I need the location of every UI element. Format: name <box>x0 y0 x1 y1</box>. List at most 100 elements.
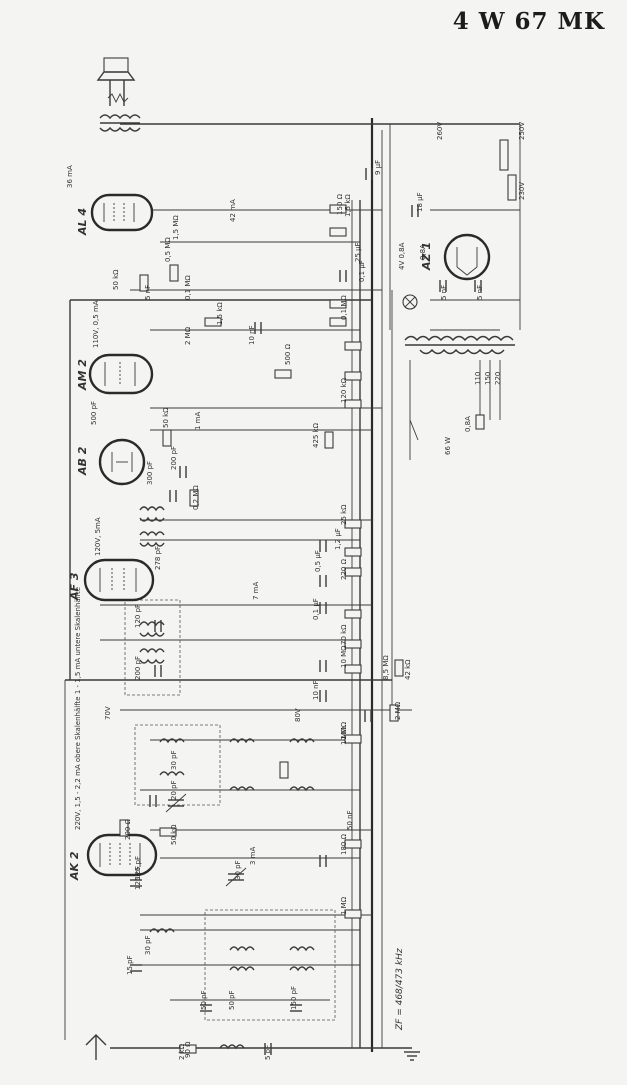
component-value-label: 2 MΩ <box>394 701 402 720</box>
component-value-label: 500 pF <box>90 401 98 425</box>
tube-label-az1: AZ 1 <box>420 242 433 271</box>
component-value-label: 5 pF <box>264 1045 272 1060</box>
component-value-label: 425 kΩ <box>312 422 320 448</box>
component-value-label: 20 pF <box>170 780 178 800</box>
rf-coil-2-icon <box>289 738 315 744</box>
variable-capacitor-1-icon <box>225 867 247 887</box>
ant-coil-2-icon <box>229 946 255 952</box>
pilot-lamp-icon <box>402 294 418 310</box>
if-coil-1-icon <box>139 506 165 522</box>
ant-coil-1-icon <box>149 928 175 934</box>
tube-label-ab2: AB 2 <box>76 446 89 476</box>
output-transformer-icon <box>99 114 141 132</box>
component-value-label: 10 MΩ <box>340 645 348 668</box>
tube-note-ak2: 220V, 1,5 - 2,2 mA obere Skalenhälfte 1 … <box>74 587 82 830</box>
component-value-label: 30 pF <box>170 750 178 770</box>
fuse-icon <box>475 414 485 430</box>
component-value-label: 2 MΩ <box>184 326 192 345</box>
mains-switch-line <box>409 419 419 441</box>
component-value-label: 10 nF <box>312 680 320 700</box>
component-value-label: 1 MΩ <box>340 726 348 745</box>
osc-coil-3-icon <box>229 786 255 792</box>
component-value-label: 10 nF <box>248 325 256 345</box>
component-value-label: 0,5 MΩ <box>164 237 172 262</box>
osc-coil-2-icon <box>159 771 185 777</box>
component-value-label: 5 nF <box>440 285 448 300</box>
component-value-label: 15 pF <box>126 955 134 975</box>
hum-resistor-icon <box>499 139 509 171</box>
variable-capacitor-2-icon <box>165 793 187 813</box>
component-value-label: 0,5 µF <box>314 550 322 572</box>
component-value-label: 90 Ω <box>184 1041 192 1058</box>
tube-ak2-icon <box>86 833 158 877</box>
component-value-label: 1,2 µF <box>334 528 342 550</box>
component-value-label: 30 pF <box>144 935 152 955</box>
rf-coil-1-icon <box>229 738 255 744</box>
label-230v: 230V <box>518 182 526 200</box>
label-3ma: 3 mA <box>249 847 257 865</box>
component-value-label: 500 Ω <box>284 343 292 365</box>
resistor-group <box>119 204 404 1054</box>
component-value-label: 0,1 µF <box>358 260 366 282</box>
capacitor-group <box>130 168 482 1055</box>
label-66w: 66 W <box>444 437 452 455</box>
component-value-label: 25 kΩ <box>340 504 348 525</box>
if-filter-box <box>124 599 181 696</box>
tube-label-al4: AL 4 <box>76 208 89 236</box>
component-value-label: 9 µF <box>374 160 382 175</box>
label-42ma: 42 mA <box>229 199 237 222</box>
component-value-label: 150 Ω <box>336 193 344 215</box>
speaker-icon <box>96 57 136 106</box>
tube-label-am2: AM 2 <box>76 359 89 391</box>
label-150: 150 <box>484 372 492 385</box>
label-110: 110 <box>474 372 482 385</box>
component-value-label: 125 pF <box>134 866 142 890</box>
component-value-label: 200 pF <box>134 656 142 680</box>
component-value-label: 50 pF <box>200 990 208 1010</box>
component-value-label: 50 nF <box>346 810 354 830</box>
if-frequency-label: ZF = 468/473 kHz <box>395 948 405 1031</box>
component-value-label: 5 nF <box>144 285 152 300</box>
component-value-label: 8,5 MΩ <box>382 655 390 680</box>
component-value-label: 200 Ω <box>124 818 132 840</box>
component-value-label: 180 Ω <box>340 833 348 855</box>
label-220: 220 <box>494 372 502 385</box>
if-coil-4-icon <box>139 648 165 664</box>
if-coil-2-icon <box>139 531 165 547</box>
ground-icon <box>404 1051 420 1061</box>
component-value-label: 0,2 MΩ <box>192 485 200 510</box>
component-value-label: 2 kΩ <box>178 1043 186 1060</box>
component-value-label: 0,1 MΩ <box>184 275 192 300</box>
component-value-label: 70 kΩ <box>340 624 348 645</box>
component-value-label: 300 pF <box>146 461 154 485</box>
ant-coil-3-icon <box>289 946 315 952</box>
component-value-label: 30 pF <box>234 860 242 880</box>
osc-coil-4-icon <box>289 786 315 792</box>
osc-box <box>204 909 336 1021</box>
rf-box <box>134 724 221 806</box>
component-value-label: 42 kΩ <box>404 659 412 680</box>
component-value-label: 150 pF <box>290 986 298 1010</box>
antenna-icon <box>85 1034 107 1060</box>
label-80v: 80V <box>294 708 302 722</box>
component-value-label: 1,5 kΩ <box>344 194 352 217</box>
field-coil-icon <box>507 174 517 201</box>
ant-coil-5-icon <box>229 966 255 972</box>
component-value-label: 120 pF <box>134 604 142 628</box>
component-value-label: 1,5 kΩ <box>216 302 224 325</box>
component-value-label: 1 MΩ <box>340 896 348 915</box>
component-value-label: 50 kΩ <box>162 407 170 428</box>
ant-coil-6-icon <box>289 966 315 972</box>
tube-ab2-icon <box>98 438 146 486</box>
tube-note-am2: 110V, 0,5 mA <box>92 300 100 348</box>
component-value-label: 50 kΩ <box>170 824 178 845</box>
tube-al4-icon <box>90 193 154 232</box>
osc-coil-1-icon <box>159 738 185 744</box>
component-value-label: 50 pF <box>228 990 236 1010</box>
component-value-label: 1,5 MΩ <box>172 215 180 240</box>
component-value-label: 125 pF <box>134 856 142 880</box>
label-250v: 250V <box>518 122 526 140</box>
label-260v: 260V <box>436 122 444 140</box>
